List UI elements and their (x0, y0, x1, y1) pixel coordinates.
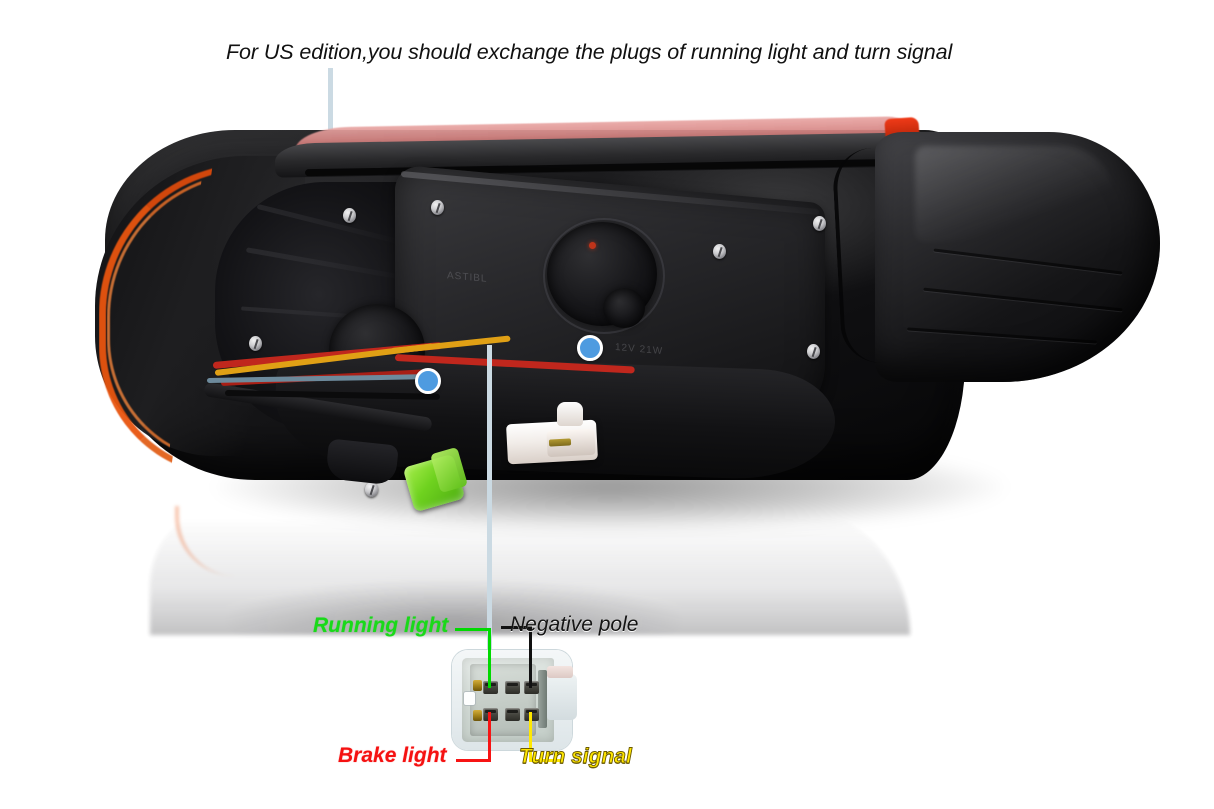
callout-dot-negative-pole[interactable] (577, 335, 603, 361)
pin-leader-running-light (455, 628, 491, 631)
screw (343, 208, 356, 223)
pin-leader-negative-pole (529, 626, 532, 688)
pin-leader-turn-signal (529, 712, 532, 762)
pin-leader-brake-light (456, 759, 491, 762)
screw (431, 200, 444, 215)
white-connector-cap (557, 402, 583, 426)
connector-rear-cap (547, 666, 573, 678)
pin-leader-brake-light (488, 712, 491, 762)
bulb-socket-ring (543, 218, 665, 334)
pin-label-brake-light: Brake light (338, 744, 447, 767)
fin-highlight (915, 146, 1115, 242)
pin-label-negative-pole: Negative pole (510, 613, 639, 636)
pin-leader-negative-pole (501, 626, 532, 629)
leader-line-negative-pole (487, 345, 492, 653)
pin-leader-running-light (488, 628, 491, 688)
callout-dot-running-light[interactable] (415, 368, 441, 394)
connector-latch (538, 670, 547, 728)
screw (713, 244, 726, 259)
screw (813, 216, 826, 231)
pin-bottom-right-inner (505, 708, 520, 721)
tail-light-assembly-image: ASTIBL 12V 21W L/R 12V (95, 112, 1160, 532)
fin-seam (831, 146, 917, 365)
pin-contact-top-left (473, 680, 482, 691)
connector-keying-notch (464, 692, 475, 705)
indicator-dot (589, 242, 596, 249)
pin-contact-bottom-left (473, 710, 482, 721)
small-boss (603, 288, 645, 328)
connector-cavity (470, 664, 536, 736)
screw (365, 482, 378, 497)
pin-top-right-inner (505, 681, 520, 694)
screw (249, 336, 262, 351)
pin-label-running-light: Running light (313, 614, 449, 637)
instruction-note: For US edition,you should exchange the p… (226, 40, 953, 64)
white-connector-slot (548, 438, 572, 447)
connector-pinout-diagram: Running light Negative pole Brake light … (300, 600, 720, 800)
outer-fin (875, 132, 1160, 382)
pin-label-turn-signal: Turn signal (519, 745, 633, 769)
pin-leader-turn-signal (529, 759, 561, 762)
connector-rear-shell (547, 674, 577, 720)
screw (807, 344, 820, 359)
